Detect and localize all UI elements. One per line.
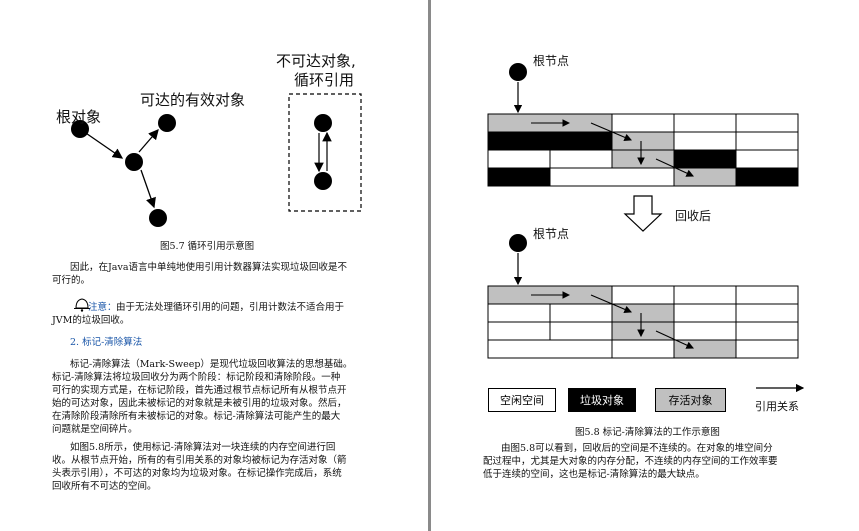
right-page: 根节点 回收后 根节点 空闲空间 垃圾对象 存活对象 引用关系 图5.8 标记-… — [431, 0, 859, 531]
paragraph-3-line1: 如图5.8所示，使用标记-清除算法对一块连续的内存空间进行回 — [70, 442, 336, 453]
free-cell — [549, 167, 675, 187]
cycle-node-top — [314, 114, 332, 132]
legend-free-space: 空闲空间 — [488, 388, 556, 412]
right-paragraph-line3: 低于连续的空间，这也是标记-清除算法的最大缺点。 — [483, 469, 705, 480]
free-cell — [735, 285, 799, 305]
free-cell — [549, 303, 613, 323]
ref-arrow — [655, 330, 694, 349]
root-node-bottom — [509, 234, 527, 252]
free-cell — [673, 113, 737, 133]
live-object-cell — [611, 149, 675, 169]
live-object-cell — [611, 321, 675, 341]
legend-reference: 引用关系 — [755, 400, 799, 413]
section-heading: 2. 标记-清除算法 — [70, 337, 143, 348]
root-object-node — [71, 120, 89, 138]
ref-arrow-center-to-bottom — [140, 169, 156, 209]
paragraph-2-line1: 标记-清除算法（Mark-Sweep）是现代垃圾回收算法的思想基础。 — [70, 359, 353, 370]
free-cell — [735, 113, 799, 133]
free-cell — [549, 149, 613, 169]
reachable-node-bottom — [149, 209, 167, 227]
free-cell — [735, 321, 799, 341]
note-line2: JVM的垃圾回收。 — [52, 315, 130, 326]
garbage-object-cell — [487, 167, 551, 187]
free-cell — [549, 321, 613, 341]
live-object-cell — [673, 167, 737, 187]
note-label: 注意： — [88, 302, 117, 313]
reachable-node-center — [125, 153, 143, 171]
reachable-object-label: 可达的有效对象 — [140, 91, 246, 109]
paragraph-3-line3: 头表示引用），不可达的对象均为垃圾对象。在标记操作完成后，系统 — [52, 468, 342, 479]
free-cell — [735, 149, 799, 169]
free-cell — [611, 285, 675, 305]
ref-arrow — [590, 294, 633, 313]
free-cell — [611, 339, 675, 359]
legend-garbage-object: 垃圾对象 — [568, 388, 636, 412]
right-paragraph-line2: 配过程中，尤其是大对象的内存分配，不连续的内存空间的工作效率要 — [483, 456, 778, 467]
root-node-top — [509, 63, 527, 81]
paragraph-2-line2: 标记-清除算法将垃圾回收分为两个阶段：标记阶段和清除阶段。一种 — [52, 372, 341, 383]
root-node-label-bottom: 根节点 — [533, 227, 570, 241]
ref-arrow — [590, 122, 633, 141]
free-cell — [673, 321, 737, 341]
figure-5-8-caption: 图5.8 标记-清除算法的工作示意图 — [575, 427, 720, 438]
unreachable-label-line2: 循环引用 — [294, 71, 355, 89]
paragraph-2-line6: 问题就是空间碎片。 — [52, 424, 138, 435]
after-collect-label: 回收后 — [675, 209, 712, 223]
paragraph-3-line4: 回收所有不可达的空间。 — [52, 481, 157, 492]
free-cell — [487, 321, 551, 341]
mark-sweep-diagram — [487, 63, 805, 393]
legend-live-object: 存活对象 — [655, 388, 726, 412]
heap-grid-before — [487, 113, 799, 187]
root-node-label-top: 根节点 — [533, 54, 570, 68]
free-cell — [487, 339, 613, 359]
paragraph-2-line3: 可行的实现方式是，在标记阶段，首先通过根节点标记所有从根节点开 — [52, 385, 347, 396]
cycle-reference-diagram — [71, 93, 362, 227]
free-cell — [487, 149, 551, 169]
garbage-object-cell — [735, 167, 799, 187]
heap-grid-after — [487, 285, 799, 359]
bell-icon — [74, 298, 90, 312]
root-object-label: 根对象 — [56, 108, 102, 126]
collect-down-arrow-icon — [623, 195, 663, 232]
paragraph-2-line4: 始的可达对象，因此未被标记的对象就是未被引用的垃圾对象。然后， — [52, 398, 347, 409]
paragraph-3-line2: 收。从根节点开始，所有的有引用关系的对象均被标记为存活对象（箭 — [52, 455, 347, 466]
note-line1: 由于无法处理循环引用的问题，引用计数法不适合用于 — [116, 302, 345, 313]
live-object-cell — [611, 131, 675, 151]
free-cell — [673, 303, 737, 323]
free-cell — [611, 113, 675, 133]
unreachable-label-line1: 不可达对象, — [276, 52, 356, 70]
left-page: 根对象 可达的有效对象 不可达对象, 循环引用 图5.7 循环引用示意图 因此，… — [0, 0, 428, 531]
figure-5-7-caption: 图5.7 循环引用示意图 — [160, 241, 255, 252]
free-cell — [673, 131, 737, 151]
ref-arrow-center-to-top — [138, 129, 159, 153]
garbage-object-cell — [487, 131, 613, 151]
reachable-node-top — [158, 114, 176, 132]
free-cell — [487, 303, 551, 323]
paragraph-1-line2: 可行的。 — [52, 275, 91, 286]
unreachable-dashed-box — [288, 93, 362, 212]
garbage-object-cell — [673, 149, 737, 169]
cycle-node-bottom — [314, 172, 332, 190]
paragraph-1-line1: 因此，在Java语言中单纯地使用引用计数器算法实现垃圾回收是不 — [70, 262, 348, 273]
free-cell — [735, 339, 799, 359]
free-cell — [735, 131, 799, 151]
right-paragraph-line1: 由图5.8可以看到，回收后的空间是不连续的。在对象的堆空间分 — [501, 443, 773, 454]
free-cell — [673, 285, 737, 305]
ref-arrow — [655, 158, 694, 177]
paragraph-2-line5: 在清除阶段清除所有未被标记的对象。标记-清除算法可能产生的最大 — [52, 411, 341, 422]
live-object-cell — [611, 303, 675, 323]
live-object-cell — [673, 339, 737, 359]
free-cell — [735, 303, 799, 323]
